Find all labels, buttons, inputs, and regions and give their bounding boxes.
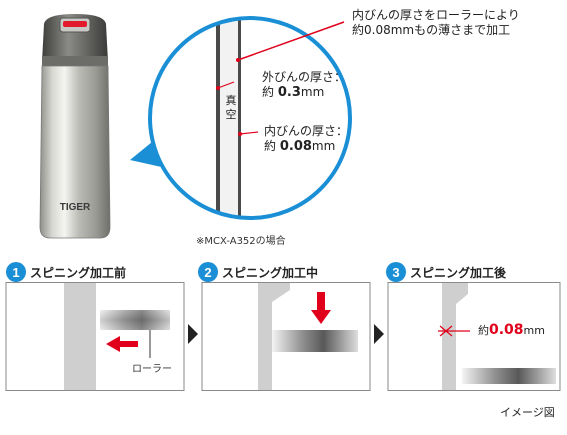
callout-line-1: 内びんの厚さをローラーにより [352, 8, 520, 22]
panel-before-spinning [5, 282, 185, 391]
tiger-logo: TIGER [60, 202, 91, 213]
step-2-label: 2 スピニング加工中 [198, 262, 318, 282]
step-2-badge: 2 [198, 262, 218, 282]
panel-during-spinning [201, 282, 371, 391]
inner-thickness-value: 0.08 [279, 139, 312, 154]
vacuum-char-2: 空 [225, 108, 237, 121]
process-panels [5, 282, 561, 391]
image-note: イメージ図 [500, 406, 555, 419]
inner-thickness-title: 内びんの厚さ： [264, 124, 349, 138]
result-thickness-value: 0.08 [489, 322, 524, 338]
result-thickness: 約0.08mm [478, 322, 545, 338]
step-3-badge: 3 [386, 262, 406, 282]
inner-thickness-label: 内びんの厚さ： 約 0.08mm [264, 124, 349, 154]
thermos-bottle-illustration: TIGER [39, 14, 111, 239]
outer-thickness-value: 0.3 [277, 85, 301, 100]
outer-thickness-label: 外びんの厚さ： 約 0.3mm [262, 70, 347, 100]
vacuum-label: 真 空 [224, 94, 238, 122]
magnified-wall-circle [130, 16, 352, 220]
roller-label: ローラー [132, 364, 172, 375]
vacuum-char-1: 真 [225, 94, 237, 107]
inner-thickness-callout: 内びんの厚さをローラーにより 約0.08mmもの薄さまで加工 [352, 8, 520, 38]
callout-line-2: 約0.08mmもの薄さまで加工 [352, 23, 511, 37]
step-3-label: 3 スピニング加工後 [386, 262, 506, 282]
step-1-badge: 1 [6, 262, 26, 282]
outer-thickness-title: 外びんの厚さ： [262, 70, 347, 84]
step-1-label: 1 スピニング加工前 [6, 262, 126, 282]
panel-after-spinning [387, 282, 561, 391]
model-note: ※MCX-A352の場合 [196, 236, 286, 247]
